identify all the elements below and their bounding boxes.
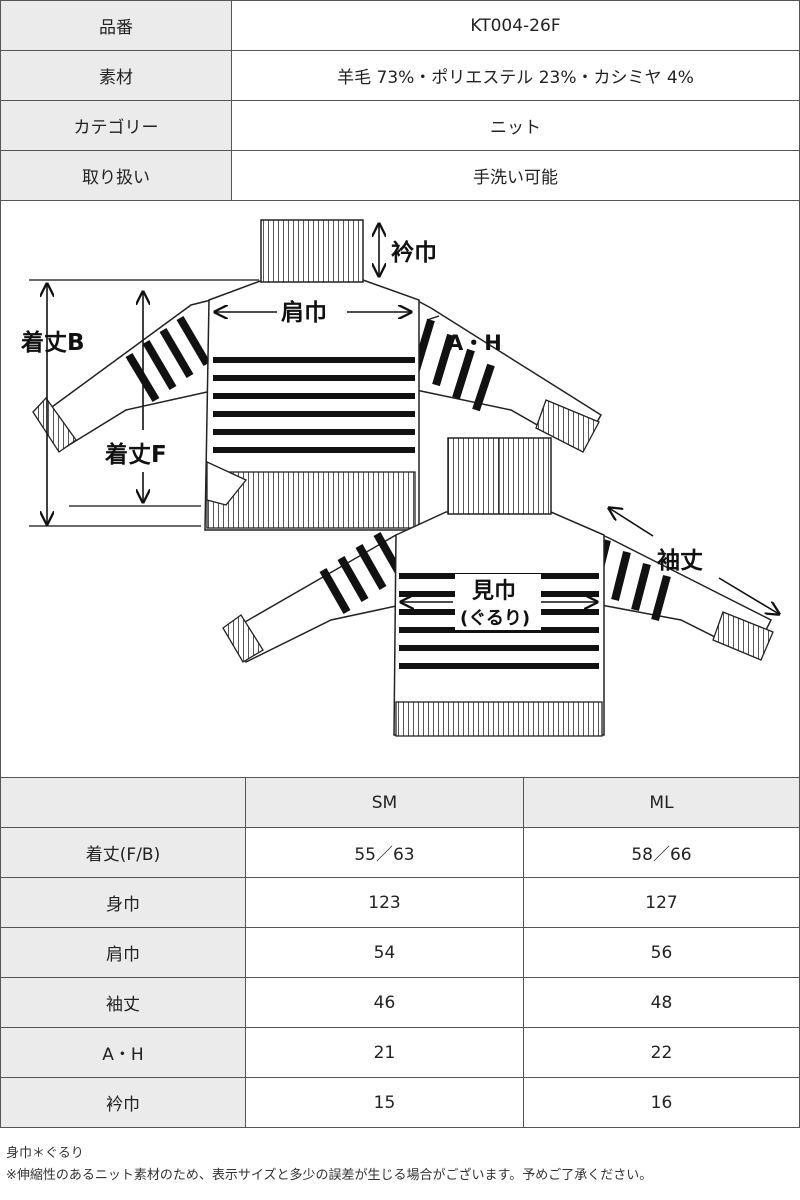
value-sm: 15 bbox=[245, 1077, 524, 1128]
measurement-diagram: 衿巾 肩巾 着丈B 着丈F A・H 袖丈 見巾 (ぐるり) bbox=[0, 200, 800, 778]
info-value: ニット bbox=[231, 100, 800, 151]
front-view-sweater bbox=[32, 219, 603, 531]
armhole-label: A・H bbox=[447, 331, 502, 355]
row-label: 衿巾 bbox=[0, 1077, 246, 1128]
sleeve-length-label: 袖丈 bbox=[657, 547, 703, 574]
table-row: A・H 21 22 bbox=[0, 1027, 800, 1078]
value-ml: 56 bbox=[523, 927, 800, 978]
table-row: 衿巾 15 16 bbox=[0, 1077, 800, 1128]
sweater-illustration: 衿巾 肩巾 着丈B 着丈F A・H 袖丈 見巾 (ぐるり) bbox=[21, 219, 799, 737]
info-label: 品番 bbox=[0, 0, 232, 51]
info-row-category: カテゴリー ニット bbox=[0, 100, 800, 151]
table-row: 着丈(F/B) 55／63 58／66 bbox=[0, 827, 800, 878]
info-value: 手洗い可能 bbox=[231, 150, 800, 201]
table-row: 肩巾 54 56 bbox=[0, 927, 800, 978]
row-label: 袖丈 bbox=[0, 977, 246, 1028]
row-label: 着丈(F/B) bbox=[0, 827, 246, 878]
header-size-ml: ML bbox=[523, 777, 800, 828]
value-ml: 48 bbox=[523, 977, 800, 1028]
size-table-header: SM ML bbox=[0, 777, 800, 828]
info-row-material: 素材 羊毛 73%・ポリエステル 23%・カシミヤ 4% bbox=[0, 50, 800, 101]
info-row-product-code: 品番 KT004-26F bbox=[0, 0, 800, 51]
chest-around-label: (ぐるり) bbox=[460, 608, 530, 629]
info-label: カテゴリー bbox=[0, 100, 232, 151]
value-sm: 46 bbox=[245, 977, 524, 1028]
value-ml: 127 bbox=[523, 877, 800, 928]
value-ml: 22 bbox=[523, 1027, 800, 1078]
length-front-label: 着丈F bbox=[105, 441, 167, 468]
table-row: 身巾 123 127 bbox=[0, 877, 800, 928]
value-sm: 55／63 bbox=[245, 827, 524, 878]
collar-width-label: 衿巾 bbox=[391, 239, 437, 266]
value-sm: 21 bbox=[245, 1027, 524, 1078]
footnote-disclaimer: ※伸縮性のあるニット素材のため、表示サイズと多少の誤差が生じる場合がございます。… bbox=[6, 1168, 653, 1183]
footnotes: 身巾＊ぐるり ※伸縮性のあるニット素材のため、表示サイズと多少の誤差が生じる場合… bbox=[6, 1143, 652, 1187]
table-row: 袖丈 46 48 bbox=[0, 977, 800, 1028]
row-label: 身巾 bbox=[0, 877, 246, 928]
info-value: KT004-26F bbox=[231, 0, 800, 51]
shoulder-width-label: 肩巾 bbox=[281, 299, 327, 326]
chest-width-label: 見巾 bbox=[472, 579, 516, 604]
row-label: A・H bbox=[0, 1027, 246, 1078]
info-label: 取り扱い bbox=[0, 150, 232, 201]
row-label: 肩巾 bbox=[0, 927, 246, 978]
value-ml: 16 bbox=[523, 1077, 800, 1128]
info-row-care: 取り扱い 手洗い可能 bbox=[0, 150, 800, 201]
header-empty-cell bbox=[0, 777, 246, 828]
measurement-arrows bbox=[29, 224, 779, 614]
footnote-chest: 身巾＊ぐるり bbox=[6, 1146, 84, 1161]
value-ml: 58／66 bbox=[523, 827, 800, 878]
product-info-table: 品番 KT004-26F 素材 羊毛 73%・ポリエステル 23%・カシミヤ 4… bbox=[0, 0, 800, 201]
info-label: 素材 bbox=[0, 50, 232, 101]
header-size-sm: SM bbox=[245, 777, 524, 828]
chest-label-background bbox=[455, 574, 541, 630]
size-table: SM ML 着丈(F/B) 55／63 58／66 身巾 123 127 肩巾 … bbox=[0, 777, 800, 1128]
length-back-label: 着丈B bbox=[21, 329, 85, 356]
value-sm: 123 bbox=[245, 877, 524, 928]
value-sm: 54 bbox=[245, 927, 524, 978]
info-value: 羊毛 73%・ポリエステル 23%・カシミヤ 4% bbox=[231, 50, 800, 101]
